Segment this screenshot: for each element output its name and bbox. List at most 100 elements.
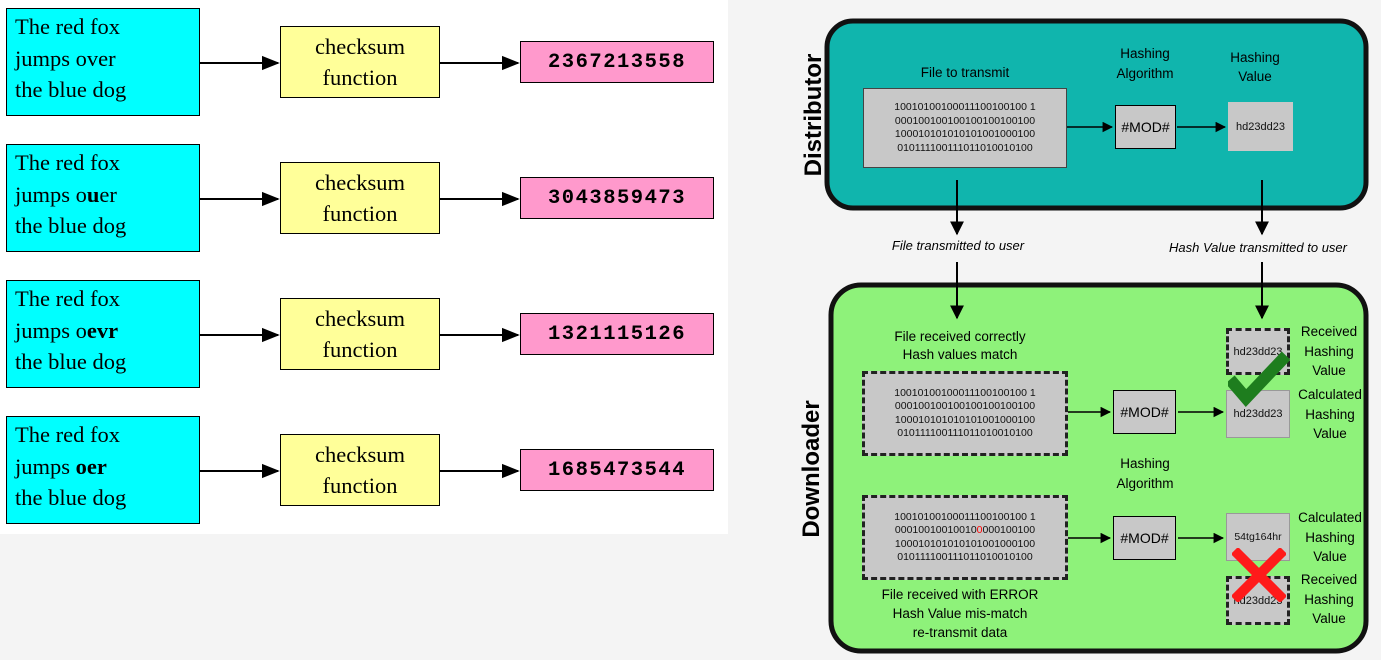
err-binary-pre: 00010010010010 [894,524,977,536]
checksum-input-line: jumps over [15,43,191,75]
ok-caption-line-2: Hash values match [902,347,1018,362]
checksum-function-label: checksum [315,306,405,331]
distributor-algo-label: Hashing Algorithm [1095,44,1195,84]
downloader-algo-line-2: Algorithm [1116,476,1174,491]
input-text-segment: The red fox [15,14,120,39]
distributor-binary-line: 000100100100100100100100 [894,114,1036,127]
ok-calculated-label-3: Value [1313,426,1347,441]
ok-binary-line: 100010101010101001000100 [894,413,1036,426]
file-transmitted-label: File transmitted to user [891,238,1025,253]
checksum-function-label: function [322,65,398,90]
input-text-segment: jumps over [15,45,116,71]
downloader-algo-line-1: Hashing [1120,456,1170,471]
distributor-title: Distributor [800,53,827,177]
file-to-transmit-label: File to transmit [920,65,1010,80]
err-caption: File received with ERROR Hash Value mis-… [855,585,1065,642]
ok-caption: File received correctly Hash values matc… [860,328,1060,364]
checksum-input-line: jumps oevr [15,315,191,347]
distributor-file-binary: 10010100100011100100100 1 00010010010010… [863,88,1067,168]
err-calculated-label-1: Calculated [1298,510,1362,525]
distributor-mod-box: #MOD# [1115,105,1176,149]
checksum-function-label: checksum [315,442,405,467]
input-text-segment: The red fox [15,286,120,311]
distributor-value-label: Hashing Value [1210,48,1300,86]
hash-transmitted-label: Hash Value transmitted to user [1169,240,1347,255]
ok-binary-line: 000100100100100100100100 [894,400,1036,412]
input-text-segment: the blue dog [15,77,127,102]
checksum-function-box: checksum function [280,298,440,370]
err-caption-line-3: re-transmit data [912,625,1008,640]
checksum-input-line: The red fox [15,419,191,451]
err-binary-line-with-error: 000100100100100000100100 [895,524,1035,538]
checksum-input-line: jumps ouer [15,179,191,211]
err-binary-line: 010111100111011010010100 [897,551,1033,563]
ok-calculated-label: Calculated Hashing Value [1287,385,1373,444]
input-text-segment: the blue dog [15,485,127,510]
checksum-input-line: the blue dog [15,346,191,378]
checksum-function-box: checksum function [280,26,440,98]
ok-binary-line: 10010100100011100100100 1 [894,386,1036,399]
ok-file-binary: 10010100100011100100100 1 00010010010010… [862,371,1068,456]
checksum-input-line: The red fox [15,11,191,43]
checksum-function-label: function [322,201,398,226]
distributor-value-line-2: Value [1238,69,1272,84]
checksum-arrows [200,55,520,479]
input-text-segment: The red fox [15,422,120,447]
err-calculated-label-3: Value [1313,549,1347,564]
checksum-function-box: checksum function [280,434,440,506]
checksum-examples-panel: The red fox jumps over the blue dog checksu… [0,0,728,534]
err-file-binary: 10010100100011100100100 1 00010010010010… [862,495,1068,580]
checksum-input-text: The red fox jumps over the blue dog [6,8,200,116]
input-text-segment: the blue dog [15,213,127,238]
err-binary-line: 100010101010101001000100 [894,537,1036,550]
err-received-label-3: Value [1312,611,1346,626]
ok-calculated-label-1: Calculated [1298,387,1362,402]
distributor-algo-line-2: Algorithm [1116,66,1174,81]
input-text-segment: jumps o [15,317,87,343]
checksum-hash-value: 3043859473 [520,177,714,219]
distributor-algo-line-1: Hashing [1120,46,1170,61]
err-calculated-label-2: Hashing [1305,529,1355,545]
checksum-function-label: checksum [315,34,405,59]
cross-mark-icon [1232,548,1286,602]
ok-received-label-2: Hashing [1304,343,1354,359]
checksum-hash-value: 1321115126 [520,313,714,355]
checksum-input-line: the blue dog [15,74,191,106]
checksum-function-label: function [322,473,398,498]
ok-received-label-1: Received [1300,324,1358,339]
checksum-hash-value: 2367213558 [520,41,714,83]
checksum-input-line: jumps oer [15,451,191,483]
err-caption-line-1: File received with ERROR [881,587,1039,602]
err-received-label-2: Hashing [1304,591,1354,607]
ok-calculated-hash: hd23dd23 [1226,390,1290,438]
err-calculated-label: Calculated Hashing Value [1287,508,1373,567]
ok-received-label: Received Hashing Value [1289,322,1369,381]
downloader-title: Downloader [798,400,825,538]
err-binary-post: 000100100 [982,524,1036,536]
downloader-algo-label: Hashing Algorithm [1095,454,1195,494]
checksum-input-line: The red fox [15,147,191,179]
err-caption-line-2: Hash Value mis-match [892,606,1028,621]
ok-mod-box: #MOD# [1113,390,1176,434]
checksum-hash-value: 1685473544 [520,449,714,491]
checksum-function-box: checksum function [280,162,440,234]
checksum-input-line: The red fox [15,283,191,315]
input-text-segment: jumps o [15,181,87,207]
input-text-segment: the blue dog [15,349,127,374]
check-mark-icon [1228,351,1290,407]
checksum-function-label: checksum [315,170,405,195]
err-binary-line: 10010100100011100100100 1 [894,510,1036,523]
distributor-value-line-1: Hashing [1230,50,1280,65]
ok-received-hash: hd23dd23 [1226,328,1290,375]
checksum-function-label: function [322,337,398,362]
distributor-hash-value: hd23dd23 [1228,102,1293,151]
error-bit: 0 [976,524,983,536]
ok-binary-line: 010111100111011010010100 [897,427,1033,439]
input-text-segment: The red fox [15,150,120,175]
checksum-input-line: the blue dog [15,482,191,514]
err-received-label: Received Hashing Value [1289,570,1369,629]
changed-text: oer [75,453,107,479]
